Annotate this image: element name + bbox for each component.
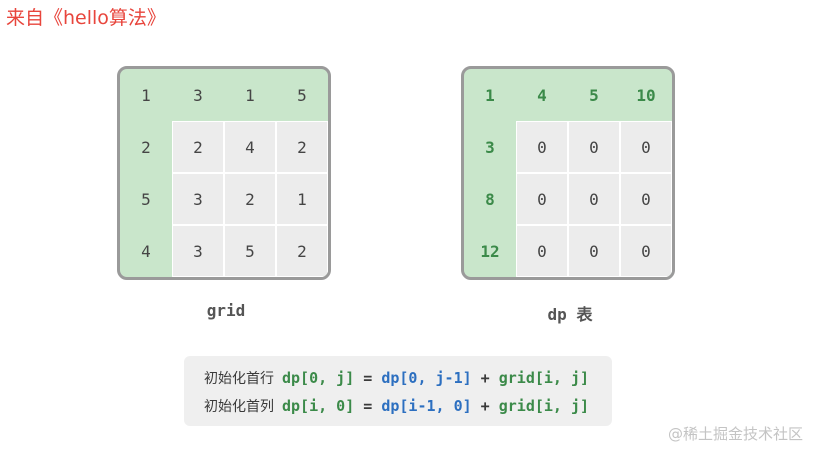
dp-cell-2-1: 0 [516,173,568,225]
dp-cell-3-0: 12 [480,241,500,261]
grid-cell-0-2: 1 [245,85,255,105]
formula-rhs-dp: dp[0, j-1] [381,369,472,387]
dp-cell-2-3: 0 [620,173,672,225]
grid-cell-0-0: 1 [141,85,151,105]
grid-cell-3-3: 2 [276,225,328,277]
dp-cell-0-0: 1 [485,85,495,105]
dp-cell-2-2: 0 [568,173,620,225]
formula-lhs: dp[0, j] [282,369,355,387]
dp-cell-0-2: 5 [589,85,599,105]
grid-cell-1-2: 4 [224,121,276,173]
source-label: 来自《hello算法》 [6,7,166,29]
dp-cell-3-3: 0 [620,225,672,277]
grid-cell-1-3: 2 [276,121,328,173]
grid-cell-3-0: 4 [141,241,151,261]
formula-plus: + [471,397,499,415]
grid-cell-1-1: 2 [172,121,224,173]
grid-cell-2-2: 2 [224,173,276,225]
formula-equals: = [354,397,382,415]
dp-cell-1-1: 0 [516,121,568,173]
grid-cell-2-3: 1 [276,173,328,225]
formula-label: 初始化首行 [204,371,274,387]
grid-caption: grid [206,301,246,320]
grid-cell-3-2: 5 [224,225,276,277]
grid-cell-2-0: 5 [141,189,151,209]
watermark: @稀土掘金技术社区 [667,425,803,443]
dp-cell-1-2: 0 [568,121,620,173]
grid-cell-2-1: 3 [172,173,224,225]
formula-first-row: 初始化首行 dp[0, j] = dp[0, j-1] + grid[i, j] [204,366,589,390]
formula-label: 初始化首列 [204,399,274,415]
dp-cell-3-2: 0 [568,225,620,277]
dp-cell-0-1: 4 [537,85,547,105]
formula-rhs-grid: grid[i, j] [498,369,590,387]
grid-cell-0-1: 3 [193,85,203,105]
grid-cell-0-3: 5 [297,85,307,105]
formula-rhs-dp: dp[i-1, 0] [381,397,472,415]
dp-caption: dp 表 [547,305,593,324]
formula-plus: + [471,369,499,387]
formula-equals: = [354,369,382,387]
formula-first-col: 初始化首列 dp[i, 0] = dp[i-1, 0] + grid[i, j] [204,394,589,418]
dp-cell-0-3: 10 [636,85,656,105]
grid-cell-1-0: 2 [141,137,151,157]
formula-rhs-grid: grid[i, j] [498,397,590,415]
formula-lhs: dp[i, 0] [282,397,355,415]
dp-cell-3-1: 0 [516,225,568,277]
dp-cell-2-0: 8 [485,189,495,209]
dp-cell-1-0: 3 [485,137,495,157]
grid-cell-3-1: 3 [172,225,224,277]
dp-cell-1-3: 0 [620,121,672,173]
